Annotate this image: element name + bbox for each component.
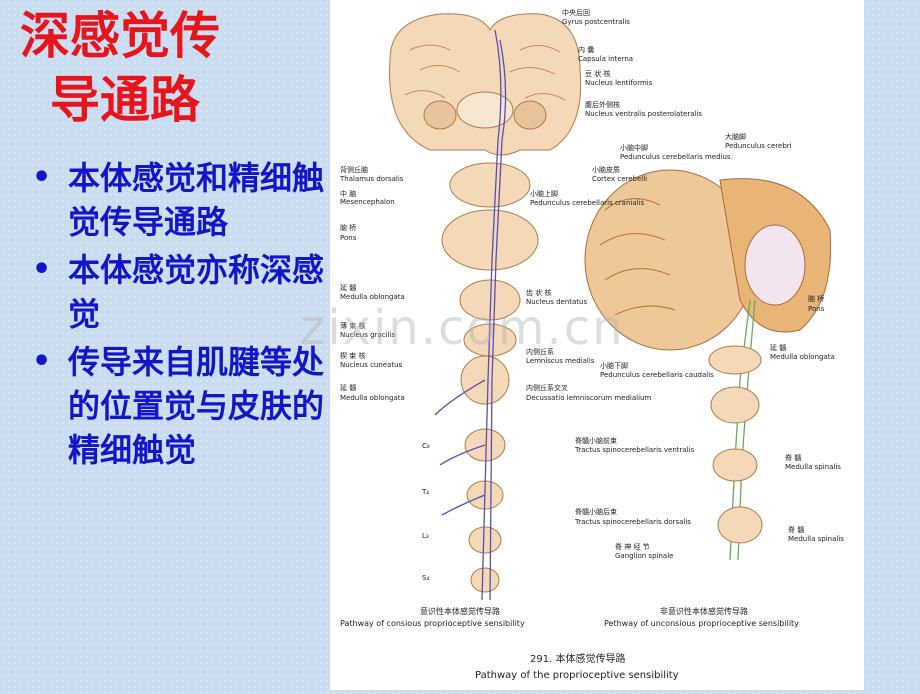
- slide-title: 深感觉传 导通路: [20, 4, 320, 132]
- left-labels: 背侧丘脑 Thalamus dorsalis 中 脑 Mesencephalon…: [339, 165, 405, 402]
- label-zh: 小脑中脚: [620, 143, 648, 152]
- label-en: Pedunculus cerebellaris cranialis: [530, 199, 645, 207]
- label-en: Medulla spinalis: [785, 463, 841, 471]
- label-zh: 小脑皮质: [592, 165, 620, 174]
- watermark: zixin.com.cn: [300, 300, 625, 356]
- label-zh: 中央后回: [562, 8, 590, 17]
- title-line-1: 深感觉传: [20, 7, 220, 65]
- label-en: Nucleus dentatus: [526, 298, 587, 306]
- spinal-sections-right: [708, 345, 763, 544]
- brainstem-sections: [441, 162, 539, 593]
- label-zh: 延 髓: [770, 343, 786, 352]
- label-zh: 脑 桥: [340, 223, 356, 232]
- label-zh: 腹后外侧核: [585, 100, 620, 109]
- bullet-symbol: •: [32, 344, 52, 379]
- label-en: Medulla oblongata: [770, 353, 835, 361]
- segment-label: L₃: [422, 532, 429, 540]
- segment-label: T₄: [421, 488, 429, 496]
- segment-labels: C₈ T₄ L₃ S₄: [421, 442, 430, 582]
- figure-caption-en: Pathway of the proprioceptive sensibilit…: [475, 670, 679, 681]
- label-zh: 内 囊: [578, 45, 594, 54]
- label-zh: 脊髓小脑后束: [575, 507, 617, 516]
- right-caption-zh: 非意识性本体感觉传导路: [660, 606, 748, 616]
- bullet-symbol: •: [32, 252, 52, 287]
- label-en: Medulla oblongata: [340, 293, 405, 301]
- right-caption-en: Pethway of unconsious proprioceptive sen…: [604, 619, 799, 628]
- left-caption-zh: 意识性本体感觉传导路: [420, 606, 500, 616]
- bullet-item: • 本体感觉和精细触觉传导通路: [28, 156, 328, 244]
- label-en: Nucleus cuneatus: [340, 361, 403, 369]
- label-en: Tractus spinocerebellaris ventralis: [574, 446, 695, 454]
- bullet-text: 传导来自肌腱等处的位置觉与皮肤的精细触觉: [68, 343, 325, 469]
- label-zh: 脊 神 经 节: [615, 542, 650, 551]
- label-en: Pons: [808, 305, 825, 313]
- label-en: Cortex cerebelli: [592, 175, 647, 183]
- label-en: Tractus spinocerebellaris dorsalis: [574, 518, 691, 526]
- label-zh: 齿 状 核: [526, 288, 551, 297]
- label-zh: 楔 束 核: [340, 351, 365, 360]
- title-line-2: 导通路: [50, 71, 200, 129]
- segment-label: S₄: [422, 574, 429, 582]
- label-en: Pedunculus cerebri: [725, 142, 792, 150]
- bullet-list: • 本体感觉和精细触觉传导通路 • 本体感觉亦称深感觉 • 传导来自肌腱等处的位置觉与…: [28, 156, 328, 476]
- label-zh: 脊 髓: [788, 525, 804, 534]
- bullet-text: 本体感觉亦称深感觉: [68, 251, 325, 333]
- left-caption-en: Pathway of consious proprioceptive sensi…: [340, 619, 525, 628]
- label-en: Medulla spinalis: [788, 535, 844, 543]
- label-zh: 脊髓小脑前束: [575, 436, 617, 445]
- label-en: Nucleus ventralis posterolateralis: [585, 110, 702, 118]
- label-en: Capsula interna: [578, 55, 633, 63]
- label-zh: 大脑脚: [725, 132, 746, 141]
- segment-label: C₈: [422, 442, 430, 450]
- label-zh: 延 髓: [340, 283, 356, 292]
- label-zh: 中 脑: [340, 189, 356, 198]
- bullet-symbol: •: [32, 160, 52, 195]
- label-zh: 薄 束 核: [340, 321, 365, 330]
- label-zh: 小脑上脚: [530, 189, 558, 198]
- label-zh: 内侧丘系: [526, 347, 554, 356]
- bullet-item: • 传导来自肌腱等处的位置觉与皮肤的精细触觉: [28, 340, 328, 472]
- label-en: Thalamus dorsalis: [339, 175, 404, 183]
- label-zh: 脑 桥: [808, 294, 824, 303]
- bullet-item: • 本体感觉亦称深感觉: [28, 248, 328, 336]
- mid-labels: 小脑中脚 Pedunculus cerebellaris medius 小脑皮质…: [526, 132, 792, 402]
- label-en: Ganglion spinale: [615, 552, 673, 560]
- cerebellum: [584, 169, 832, 351]
- label-en: Pons: [340, 234, 357, 242]
- figure-caption-zh: 291. 本体感觉传导路: [530, 652, 625, 665]
- right-labels: 脑 桥 Pons 延 髓 Medulla oblongata 脊 髓 Medul…: [770, 294, 844, 543]
- bullet-text: 本体感觉和精细触觉传导通路: [68, 159, 325, 241]
- top-labels: 中央后回 Gyrus postcentralis 内 囊 Capsula int…: [562, 8, 702, 118]
- label-en: Lemniscus medialis: [526, 357, 595, 365]
- label-en: Mesencephalon: [340, 198, 395, 206]
- label-en: Pedunculus cerebellaris caudalis: [600, 371, 714, 379]
- label-zh: 小脑下脚: [600, 361, 628, 370]
- conscious-pathway: [434, 29, 507, 601]
- label-en: Nucleus gracilis: [340, 331, 395, 339]
- label-en: Gyrus postcentralis: [562, 18, 630, 26]
- label-en: Nucleus lentiformis: [585, 79, 653, 87]
- anatomy-figure: 背侧丘脑 Thalamus dorsalis 中 脑 Mesencephalon…: [330, 0, 864, 690]
- brain-coronal-section: [389, 13, 582, 156]
- anatomy-illustration: 背侧丘脑 Thalamus dorsalis 中 脑 Mesencephalon…: [339, 8, 844, 681]
- label-en: Medulla oblongata: [340, 394, 405, 402]
- label-zh: 延 髓: [340, 383, 356, 392]
- tract-labels: 脊髓小脑前束 Tractus spinocerebellaris ventral…: [574, 436, 695, 560]
- label-en: Decussatio lemniscorum medialium: [526, 394, 651, 402]
- label-zh: 豆 状 核: [585, 69, 610, 78]
- label-zh: 内侧丘系交叉: [526, 383, 568, 392]
- label-zh: 脊 髓: [785, 453, 801, 462]
- label-en: Pedunculus cerebellaris medius: [620, 153, 731, 161]
- label-zh: 背侧丘脑: [340, 165, 368, 174]
